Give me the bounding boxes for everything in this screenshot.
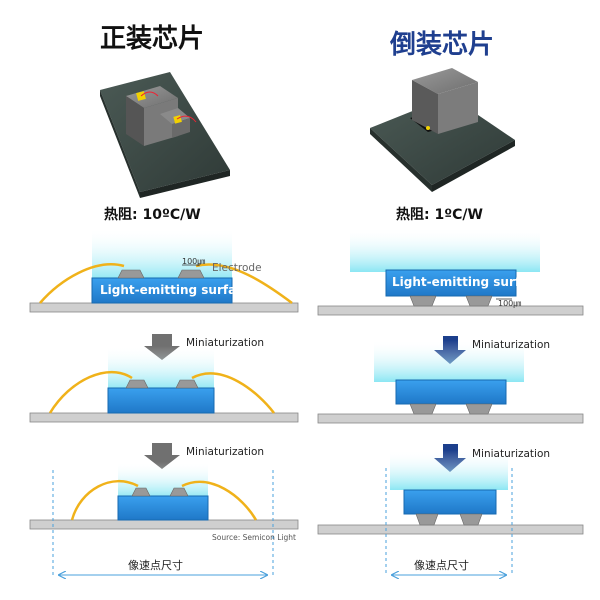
title-face-up-chip: 正装芯片 [100,24,205,54]
flip-chip-3d [370,68,515,192]
face-up-row-2 [29,334,299,423]
miniaturization-label-right-1: Miniaturization [472,339,551,351]
pixel-size-label-left: 像速点尺寸 [128,559,183,572]
pixel-size-label-right: 像速点尺寸 [414,559,469,572]
miniaturization-label-right-2: Miniaturization [472,448,551,460]
title-flip-chip: 倒装芯片 [390,30,495,60]
face-up-row-3 [29,443,299,575]
light-surface-label-left: Light-emitting surface [100,283,252,297]
face-up-row-1 [29,228,299,313]
flip-chip-row-3 [317,444,584,575]
thermal-resistance-left: 热阻: 10ºC/W [104,207,201,223]
miniaturization-label-left-2: Miniaturization [186,446,265,458]
electrode-label: Electrode [212,262,262,274]
miniaturization-label-left-1: Miniaturization [186,337,265,349]
light-surface-label-right: Light-emitting surface [392,275,544,289]
scale-label-left: 100㎛ [182,257,206,266]
source-label: Source: Semicon Light [212,533,297,542]
thermal-resistance-right: 热阻: 1ºC/W [396,207,483,223]
flip-chip-row-2 [317,336,584,424]
scale-label-right: 100㎛ [498,299,522,308]
flip-chip-row-1 [317,228,584,316]
face-up-chip-3d [100,72,230,198]
